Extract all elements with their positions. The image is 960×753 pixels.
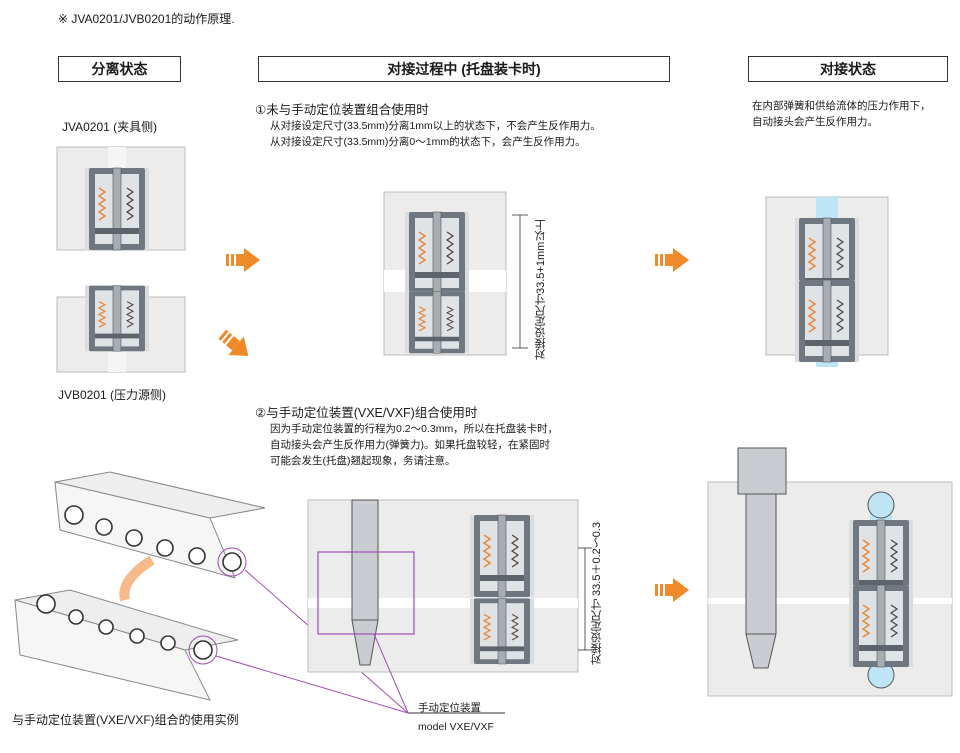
jvb-label: JVB0201 (压力源侧) xyxy=(58,388,167,402)
case1-line2: 从对接设定尺寸(33.5mm)分离0～1mm的状态下，会产生反作用力。 xyxy=(270,136,586,148)
header-connected: 对接状态 xyxy=(748,56,948,82)
header-separated: 分离状态 xyxy=(58,56,181,82)
case2-line2: 自动接头会产生反作用力(弹簧力)。如果托盘较轻，在紧固时 xyxy=(270,439,550,451)
case2-line3: 可能会发生(托盘)翘起现象，务请注意。 xyxy=(270,455,456,467)
arrow-right-3 xyxy=(655,578,689,602)
jva-label: JVA0201 (夹具侧) xyxy=(62,120,158,134)
case1-title: ①未与手动定位装置组合使用时 xyxy=(255,103,429,117)
right-upper-drawing xyxy=(765,196,889,367)
case1-dimension: 对接设定尺寸33.5+1mm以上 xyxy=(535,219,547,360)
callout-line2: model VXE/VXF xyxy=(418,721,494,733)
right-desc-line2: 自动接头会产生反作用力。 xyxy=(752,116,878,128)
case2-dimension: 对接设定尺寸 33.5＋0.2～0.3 xyxy=(591,521,603,665)
middle-upper-drawing xyxy=(383,191,528,356)
top-note: ※ JVA0201/JVB0201的动作原理. xyxy=(58,12,235,26)
jva-valve-drawing xyxy=(56,146,186,251)
arrow-right-2 xyxy=(655,248,689,272)
arrow-right-1 xyxy=(226,248,260,272)
case2-title: ②与手动定位装置(VXE/VXF)组合使用时 xyxy=(255,406,478,420)
callout-line1: 手动定位装置 xyxy=(418,702,481,714)
case1-line1: 从对接设定尺寸(33.5mm)分离1mm以上的状态下，不会产生反作用力。 xyxy=(270,120,601,132)
right-desc-line1: 在内部弹簧和供给流体的压力作用下， xyxy=(752,100,931,112)
right-lower-drawing xyxy=(707,447,953,697)
case2-line1: 因为手动定位装置的行程为0.2～0.3mm，所以在托盘装卡时， xyxy=(270,423,559,435)
header-in-progress: 对接过程中 (托盘装卡时) xyxy=(258,56,670,82)
bottom-caption: 与手动定位装置(VXE/VXF)组合的使用实例 xyxy=(12,713,239,727)
middle-lower-drawing xyxy=(307,499,592,714)
arrow-diagonal xyxy=(214,325,257,366)
jvb-valve-drawing xyxy=(56,284,186,373)
rail-drawing xyxy=(14,471,505,714)
